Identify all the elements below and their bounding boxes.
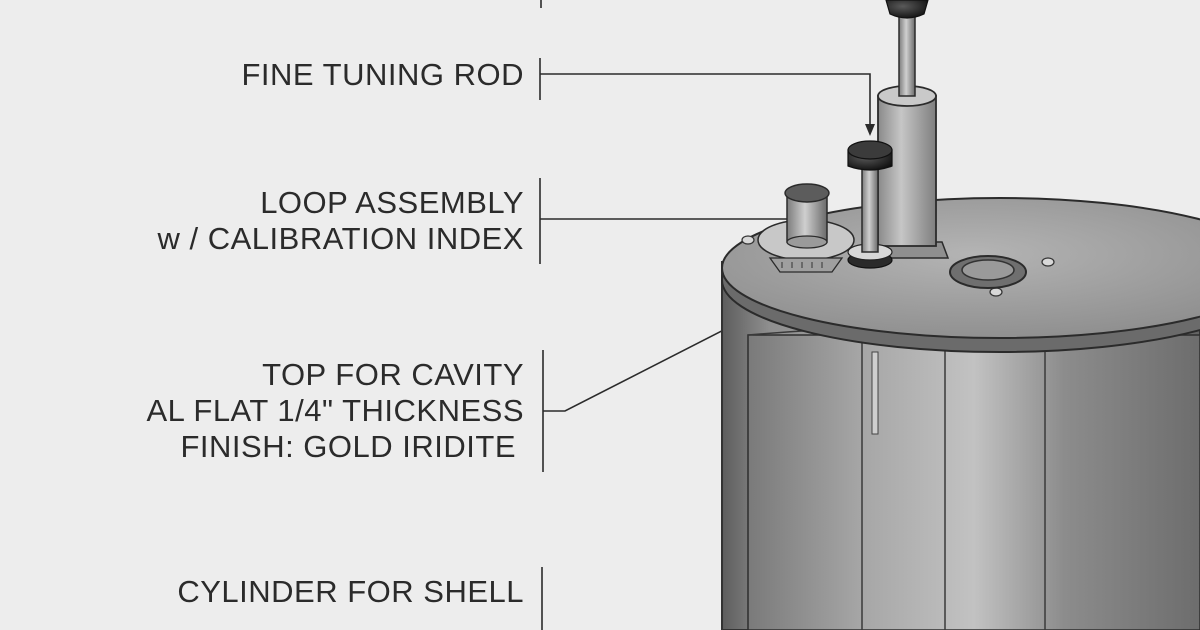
fine-tuning-rod-assembly xyxy=(847,140,893,269)
top-for-cavity-label-line-1: TOP FOR CAVITY xyxy=(262,357,524,392)
cylinder-for-shell-label: CYLINDER FOR SHELL xyxy=(177,574,524,610)
top-for-cavity-label-line-2: AL FLAT 1/4" THICKNESS xyxy=(146,393,524,428)
tuning-tube xyxy=(866,0,950,259)
screws xyxy=(741,235,1055,297)
cylinder-for-shell-label-text: CYLINDER FOR SHELL xyxy=(177,574,524,609)
fine-tuning-rod-arrowhead xyxy=(865,124,875,136)
top-for-cavity-label: TOP FOR CAVITY AL FLAT 1/4" THICKNESS FI… xyxy=(147,357,525,465)
calibration-index-ticks xyxy=(781,262,823,268)
top-for-cavity-label-line-3: FINISH: GOLD IRIDITE xyxy=(180,429,516,464)
loop-assembly-label-line-1: LOOP ASSEMBLY xyxy=(260,185,524,220)
port-hole xyxy=(949,255,1027,289)
fine-tuning-rod-label-text: FINE TUNING ROD xyxy=(241,57,524,92)
coarse-tuning-knob-icon xyxy=(885,0,929,19)
coupling-probe xyxy=(871,351,879,435)
top-for-cavity-leader xyxy=(543,291,799,412)
loop-assembly-label: LOOP ASSEMBLY w / CALIBRATION INDEX xyxy=(158,185,525,257)
screw-icon xyxy=(1041,257,1055,267)
leader-lines xyxy=(539,0,875,630)
screw-icon xyxy=(741,235,755,245)
fine-tuning-knob-icon xyxy=(847,140,893,160)
loop-assembly-label-line-2: w / CALIBRATION INDEX xyxy=(157,221,524,256)
coarse-tuning-rod xyxy=(898,11,916,97)
fine-tuning-rod-leader xyxy=(540,73,871,132)
screw-icon xyxy=(989,287,1003,297)
fine-tuning-rod-label: FINE TUNING ROD xyxy=(242,57,525,93)
fine-tuning-rod xyxy=(861,165,879,253)
loop-assembly xyxy=(757,183,855,273)
